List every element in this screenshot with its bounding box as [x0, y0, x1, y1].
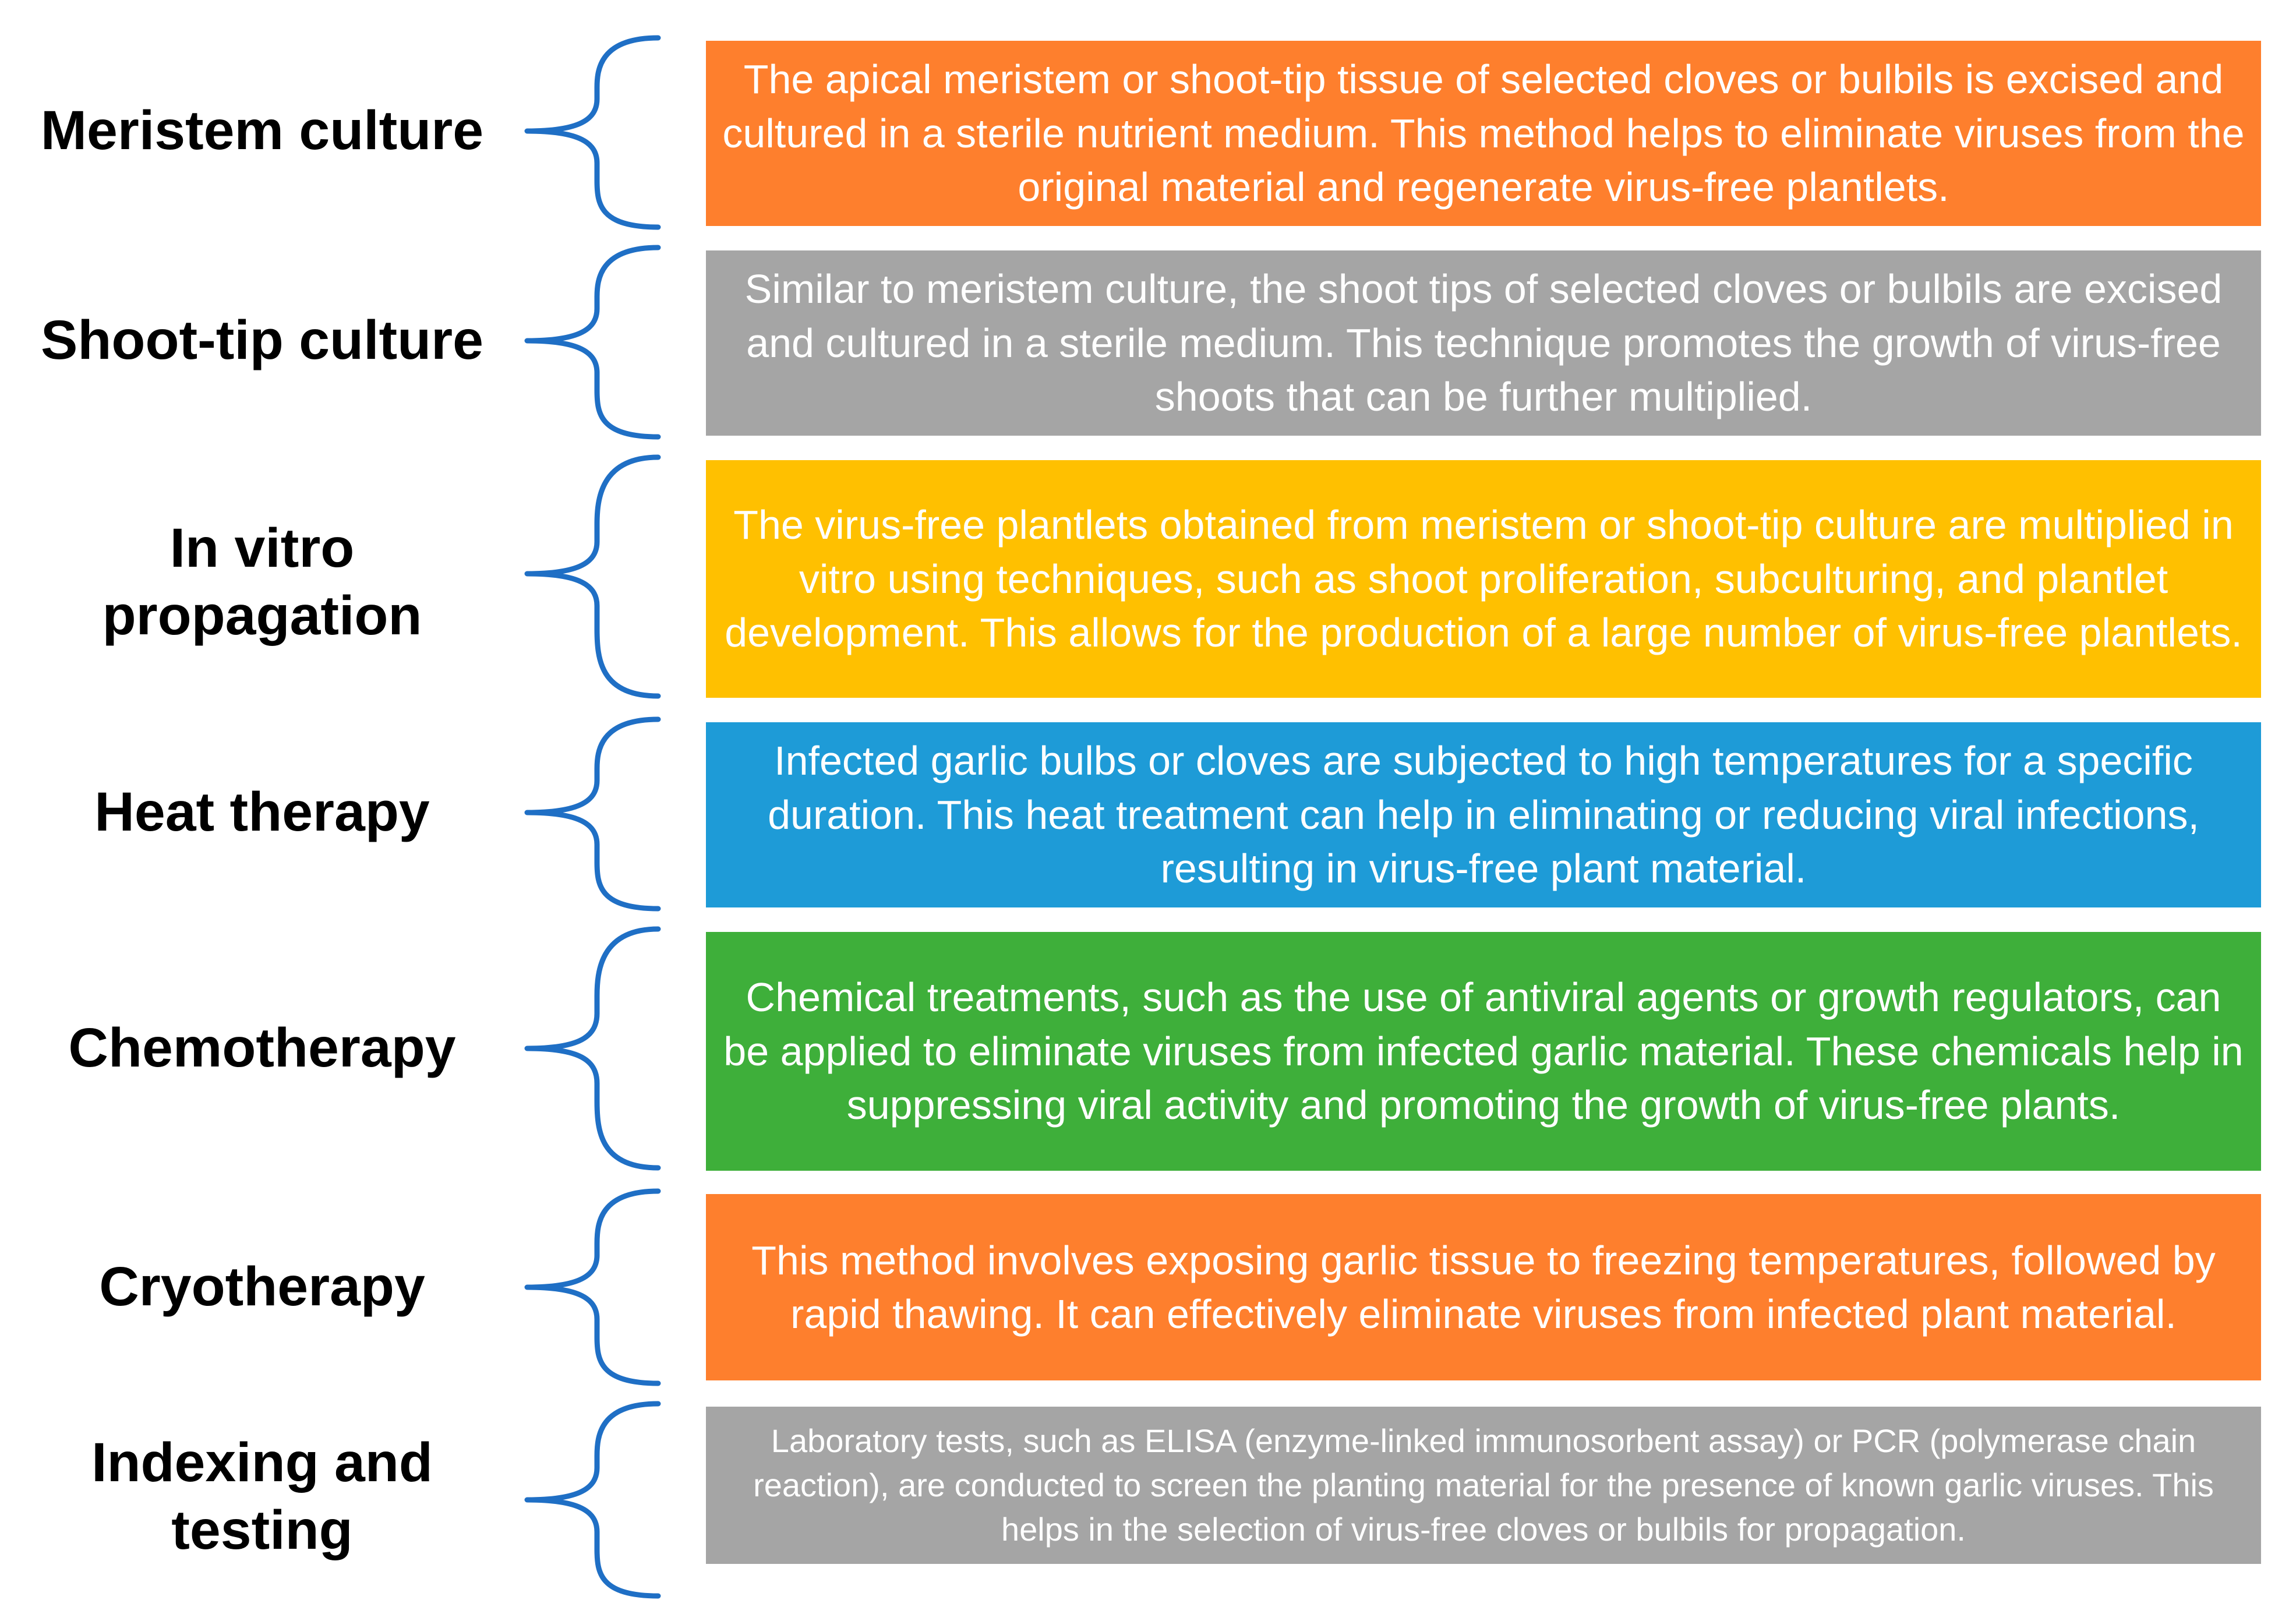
brace-cryotherapy [524, 1188, 661, 1386]
description-box-heat-therapy: Infected garlic bulbs or cloves are subj… [706, 722, 2261, 907]
description-box-chemotherapy: Chemical treatments, such as the use of … [706, 932, 2261, 1171]
row-label-cryotherapy: Cryotherapy [99, 1256, 425, 1318]
row-label-heat-therapy: Heat therapy [94, 781, 430, 843]
description-box-in-vitro-propagation: The virus-free plantlets obtained from m… [706, 460, 2261, 698]
brace-shoot-tip-culture [524, 245, 661, 440]
brace-heat-therapy [524, 716, 661, 912]
row-label-chemotherapy: Chemotherapy [68, 1017, 456, 1079]
description-box-meristem-culture: The apical meristem or shoot-tip tissue … [706, 41, 2261, 226]
brace-chemotherapy [524, 926, 661, 1171]
row-label-meristem-culture: Meristem culture [40, 100, 484, 162]
brace-indexing-and-testing [524, 1401, 661, 1599]
description-box-cryotherapy: This method involves exposing garlic tis… [706, 1194, 2261, 1380]
brace-meristem-culture [524, 35, 661, 230]
row-label-shoot-tip-culture: Shoot-tip culture [41, 309, 483, 372]
description-box-indexing-and-testing: Laboratory tests, such as ELISA (enzyme-… [706, 1407, 2261, 1564]
row-label-indexing-and-testing: Indexing and testing [91, 1432, 433, 1561]
brace-in-vitro-propagation [524, 454, 661, 699]
description-box-shoot-tip-culture: Similar to meristem culture, the shoot t… [706, 250, 2261, 436]
row-label-in-vitro-propagation: In vitro propagation [102, 517, 422, 647]
